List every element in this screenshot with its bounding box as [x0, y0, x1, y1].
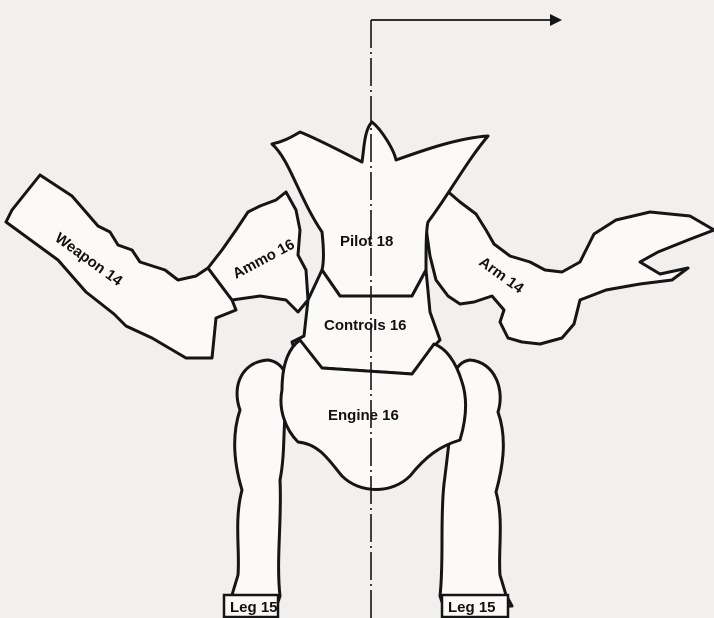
leg-right-label: Leg 15: [448, 599, 496, 616]
leg-left-label: Leg 15: [230, 599, 278, 616]
left-leg-shape: [228, 360, 288, 608]
engine-label: Engine 16: [328, 407, 399, 424]
arm-shape: [426, 190, 714, 344]
weapon-arm-shape: [6, 175, 236, 358]
controls-label: Controls 16: [324, 317, 407, 334]
pilot-label: Pilot 18: [340, 233, 393, 250]
